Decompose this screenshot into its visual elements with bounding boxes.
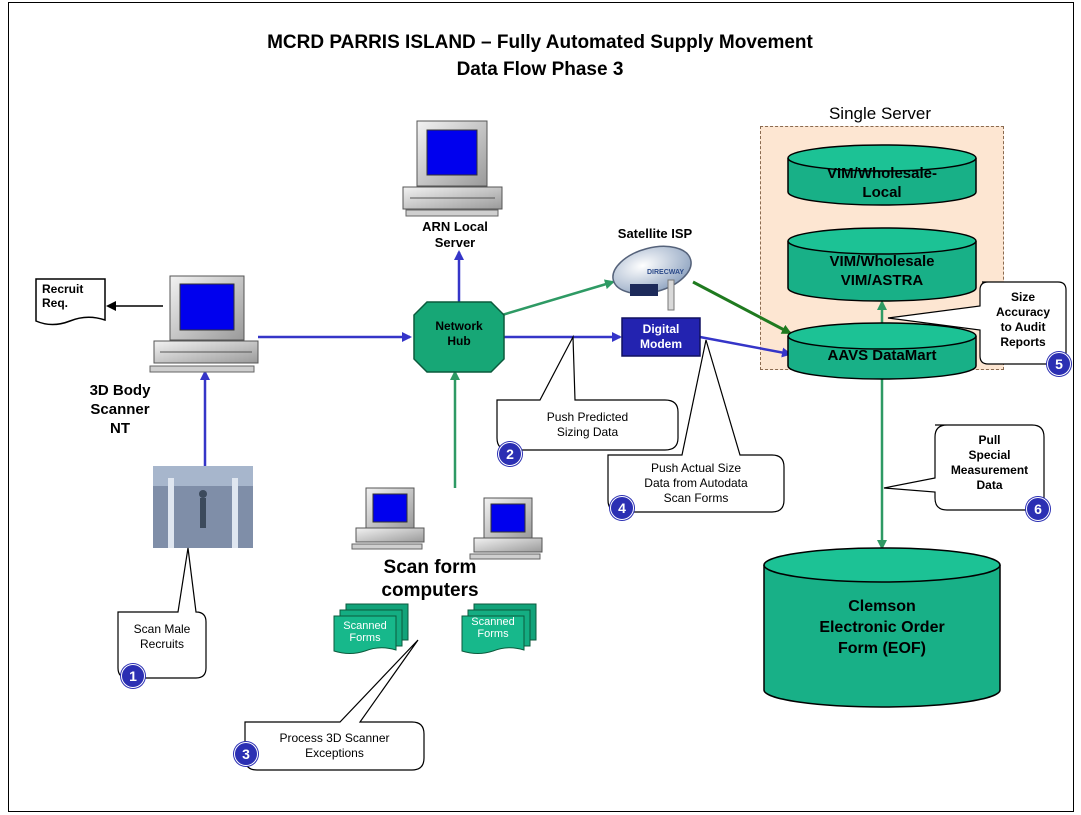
flow-modem-to-aavs [699, 335, 792, 358]
scan-form-computers-label: Scan form computers [381, 557, 479, 601]
callout-6-bubble [883, 424, 1045, 511]
diagram-title-line2: Data Flow Phase 3 [456, 59, 624, 80]
recruit-req-label: Recruit Req. [42, 282, 84, 310]
network-hub-octagon [413, 301, 505, 373]
scanned-forms-left-label: Scanned Forms [343, 620, 387, 644]
scanned-forms-right-stack [461, 603, 537, 654]
callout-2-text: Push Predicted Sizing Data [546, 410, 629, 439]
callout-3-text: Process 3D Scanner Exceptions [279, 731, 390, 760]
db-vim-wholesale-local [787, 144, 977, 206]
callout-2-bubble [496, 334, 679, 451]
db-clemson-label: Clemson Electronic Order Form (EOF) [819, 598, 945, 657]
body-scanner-computer-icon [149, 275, 259, 373]
scanned-forms-left-stack [333, 603, 409, 654]
scanned-forms-right-label: Scanned Forms [471, 616, 515, 640]
recruit-req-document [35, 278, 106, 326]
db-aavs-datamart [787, 322, 977, 380]
body-scanner-label: 3D Body Scanner NT [89, 382, 151, 437]
callout-5-badge: 5 [1047, 352, 1071, 376]
network-hub-label: Network Hub [435, 319, 483, 348]
arn-server-label: ARN Local Server [422, 219, 488, 250]
satellite-brand-text: DIRECWAY [647, 269, 684, 276]
callout-1-text: Scan Male Recruits [133, 622, 191, 651]
callout-2-badge: 2 [498, 442, 522, 466]
digital-modem-box [621, 317, 701, 357]
callout-3-badge: 3 [234, 742, 258, 766]
db-vim-astra [787, 227, 977, 302]
callout-5-bubble [887, 281, 1067, 365]
callout-4-bubble [607, 339, 785, 513]
scan-form-computer-left-icon [351, 487, 425, 550]
callout-5-text: Size Accuracy to Audit Reports [995, 290, 1051, 349]
callout-3-bubble [244, 639, 425, 771]
db-aavs-label: AAVS DataMart [827, 347, 937, 364]
callout-6-text: Pull Special Measurement Data [950, 433, 1029, 492]
satellite-dish-icon: DIRECWAY [612, 245, 692, 311]
flow-hub-to-satellite [491, 279, 615, 320]
db-vim-local-label: VIM/Wholesale- Local [826, 165, 938, 201]
db-vim-astra-label: VIM/Wholesale VIM/ASTRA [829, 253, 935, 289]
callout-1-bubble [117, 547, 207, 679]
body-scan-photo [153, 466, 253, 548]
flow-satellite-to-aavs [692, 280, 792, 335]
callout-1-badge: 1 [121, 664, 145, 688]
arn-server-computer-icon [402, 120, 503, 217]
satellite-isp-label: Satellite ISP [617, 226, 693, 241]
digital-modem-label: Digital Modem [640, 322, 682, 351]
diagram-frame [8, 2, 1074, 812]
single-server-label: Single Server [828, 104, 932, 123]
callout-4-text: Push Actual Size Data from Autodata Scan… [644, 461, 748, 505]
callout-4-badge: 4 [610, 496, 634, 520]
callout-6-badge: 6 [1026, 497, 1050, 521]
scan-form-computer-right-icon [469, 497, 543, 560]
diagram-title-line1: MCRD PARRIS ISLAND – Fully Automated Sup… [267, 32, 813, 53]
db-clemson-eof [763, 547, 1001, 708]
